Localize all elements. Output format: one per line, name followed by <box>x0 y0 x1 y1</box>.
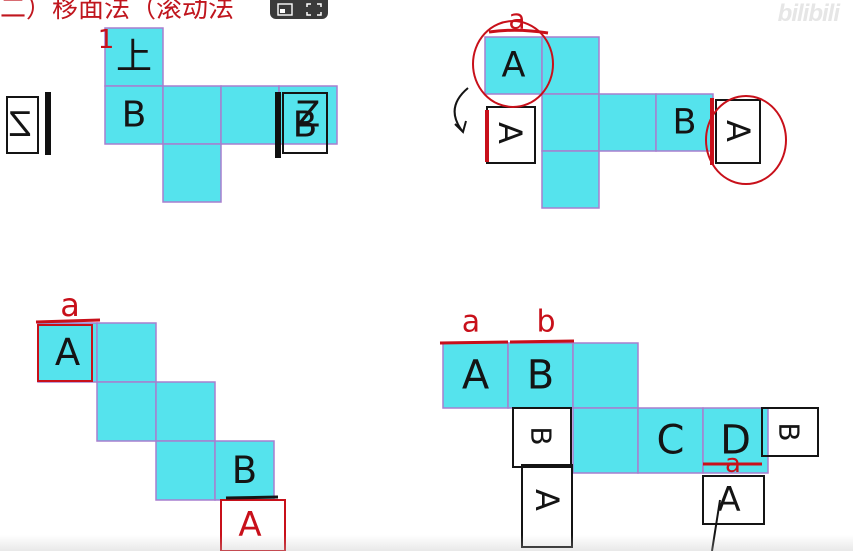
annotation-label: a <box>508 3 525 36</box>
annotation-label: b <box>536 305 555 340</box>
net-cell <box>541 36 600 95</box>
red-box <box>37 324 93 382</box>
cell-label: 上 <box>116 37 152 78</box>
annotation-label: B <box>773 422 806 441</box>
annotation-label: A <box>491 122 529 144</box>
red-circle <box>705 95 787 185</box>
net-cell <box>655 93 714 152</box>
underline <box>225 495 279 500</box>
net-cell <box>598 93 657 152</box>
net-cell <box>220 85 280 145</box>
net-cell <box>541 150 600 209</box>
annotation-box <box>702 475 765 525</box>
cell-label: A <box>462 353 490 399</box>
red-underline <box>439 339 575 345</box>
annotation-label: A <box>717 480 740 520</box>
red-underline <box>488 28 549 35</box>
slide-heading: 二）移面法（滚动法 <box>0 0 235 24</box>
annotation-box <box>715 99 761 164</box>
annotation-label: a <box>60 286 80 324</box>
annotation-box <box>761 407 819 457</box>
net-cell <box>572 342 639 409</box>
cell-label: B <box>672 103 696 143</box>
cell-label: B <box>232 449 257 492</box>
pen-stroke <box>711 499 721 551</box>
net-cell <box>572 407 639 474</box>
annotation-label: A <box>238 505 261 545</box>
annotation-box <box>512 407 572 468</box>
net-cell <box>155 440 216 501</box>
net-cell <box>96 322 157 383</box>
picture-in-picture-icon[interactable] <box>274 1 296 18</box>
annotation-label: B <box>293 105 318 146</box>
annotation-label: A <box>719 120 757 142</box>
net-cell <box>155 381 216 442</box>
annotation-label: B <box>525 426 558 445</box>
red-circle <box>472 20 554 108</box>
curved-arrow <box>453 87 469 134</box>
cell-label: A <box>55 331 80 374</box>
annotation-label: Z <box>8 105 31 145</box>
cell-label: Z <box>296 95 321 136</box>
net-cell <box>484 36 543 95</box>
cell-label: B <box>122 95 147 136</box>
bilibili-watermark: bilibili <box>777 0 840 27</box>
fullscreen-icon[interactable] <box>303 1 325 18</box>
cell-label: A <box>502 46 526 86</box>
net-cell <box>162 85 222 145</box>
net-cell <box>104 27 164 87</box>
net-cell <box>104 85 164 145</box>
annotation-box <box>6 96 39 154</box>
annotation-box <box>282 92 328 154</box>
annotation-box <box>521 464 573 548</box>
red-underline <box>35 318 101 324</box>
annotation-box <box>220 499 286 551</box>
annotation-label: a <box>462 305 480 340</box>
cell-label: B <box>527 353 554 399</box>
net-cell <box>702 407 769 474</box>
cell-label: C <box>657 418 685 464</box>
annotation-label: A <box>528 489 566 511</box>
net-cell <box>162 143 222 203</box>
net-cell <box>541 93 600 152</box>
bottom-shade <box>0 535 853 551</box>
annotation-label: 1 <box>98 25 115 55</box>
video-control-bar <box>270 0 328 19</box>
net-cell <box>96 381 157 442</box>
net-cell <box>442 342 509 409</box>
cell-label: D <box>720 418 751 464</box>
